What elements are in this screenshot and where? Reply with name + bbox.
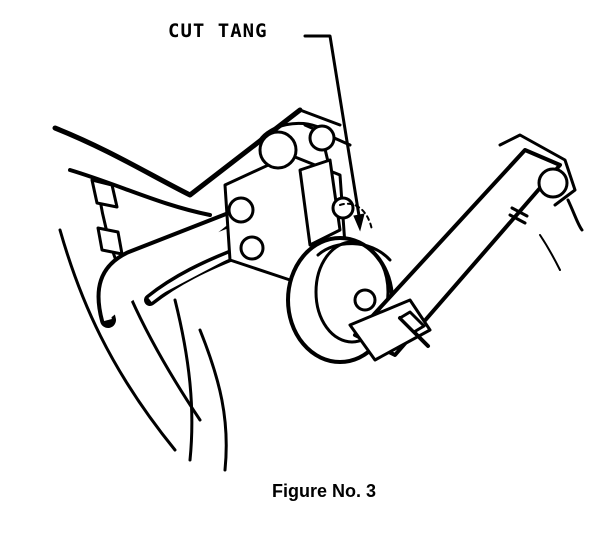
figure-caption: Figure No. 3 (271, 481, 376, 501)
lever-arm (348, 133, 584, 362)
engine-block-outline (52, 107, 352, 472)
cut-tang-label: CUT TANG (168, 20, 268, 42)
callout-leader (303, 34, 365, 232)
pump-body (223, 121, 355, 282)
fuel-line (96, 207, 251, 328)
